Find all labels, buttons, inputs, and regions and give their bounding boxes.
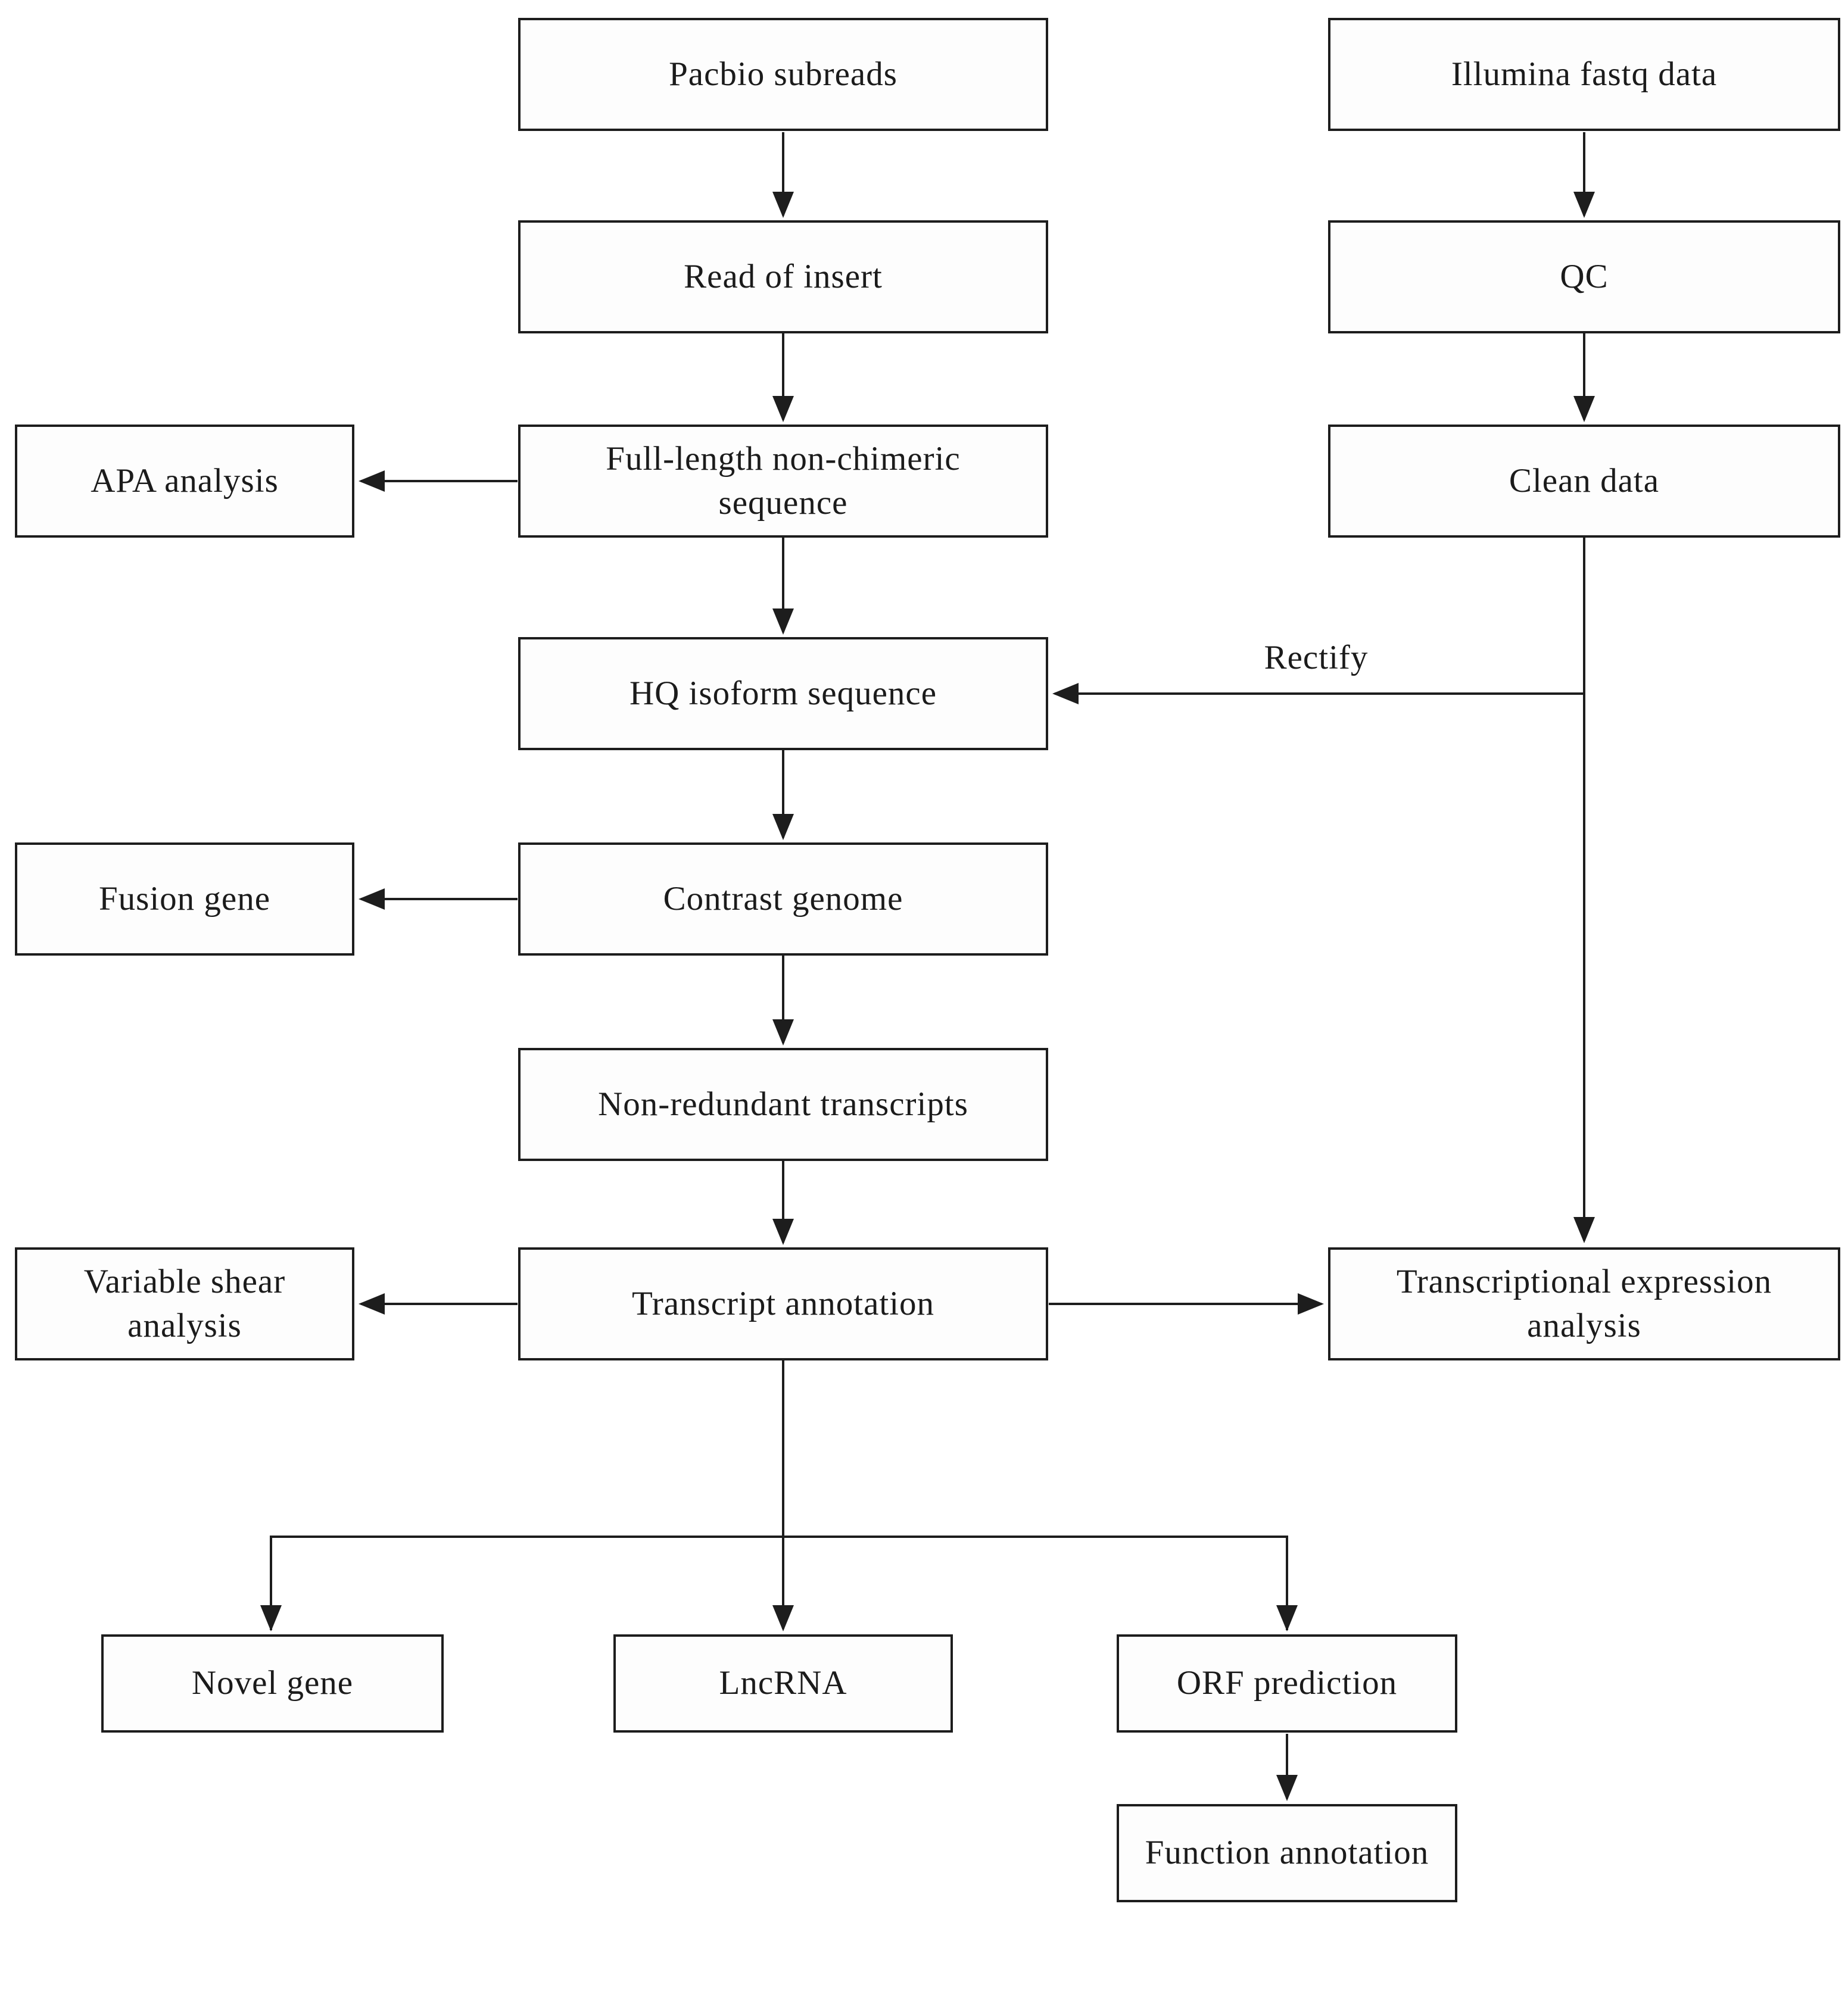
node-pacbio-subreads: Pacbio subreads (518, 18, 1048, 131)
node-orf-prediction: ORF prediction (1117, 1634, 1457, 1733)
node-non-redundant-transcripts: Non-redundant transcripts (518, 1048, 1048, 1161)
node-transcriptional-expression-analysis: Transcriptional expression analysis (1328, 1247, 1840, 1360)
node-function-annotation: Function annotation (1117, 1804, 1457, 1902)
node-contrast-genome: Contrast genome (518, 842, 1048, 956)
node-read-of-insert: Read of insert (518, 220, 1048, 333)
node-qc: QC (1328, 220, 1840, 333)
node-apa-analysis: APA analysis (15, 425, 354, 538)
node-variable-shear-analysis: Variable shear analysis (15, 1247, 354, 1360)
node-transcript-annotation: Transcript annotation (518, 1247, 1048, 1360)
node-hq-isoform-sequence: HQ isoform sequence (518, 637, 1048, 750)
edge-label-rectify: Rectify (1264, 639, 1369, 676)
node-lncrna: LncRNA (613, 1634, 953, 1733)
node-full-length-non-chimeric-sequence: Full-length non-chimeric sequence (518, 425, 1048, 538)
node-clean-data: Clean data (1328, 425, 1840, 538)
node-novel-gene: Novel gene (101, 1634, 444, 1733)
node-fusion-gene: Fusion gene (15, 842, 354, 956)
node-illumina-fastq-data: Illumina fastq data (1328, 18, 1840, 131)
